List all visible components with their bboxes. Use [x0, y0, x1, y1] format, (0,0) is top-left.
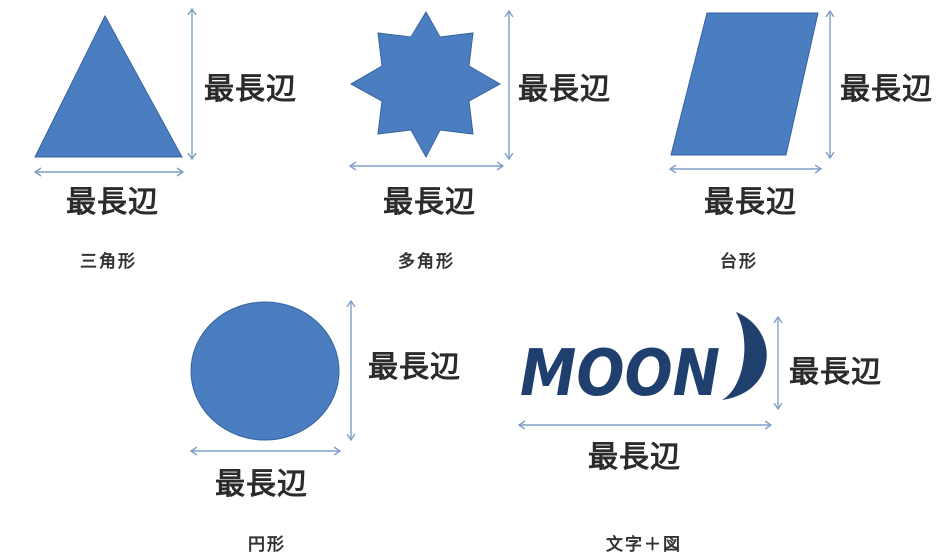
triangle-caption: 三角形	[80, 252, 137, 272]
crescent-moon-icon	[722, 312, 767, 400]
text-figure-height-label: 最長辺	[789, 355, 882, 390]
circle-shape	[190, 301, 340, 441]
polygon-width-label: 最長辺	[383, 185, 476, 220]
moon-logo-text: MOON	[520, 337, 720, 411]
trapezoid-height-label: 最長辺	[840, 72, 933, 107]
polygon-caption: 多角形	[398, 252, 455, 272]
trapezoid-caption: 台形	[720, 252, 758, 272]
circle-height-label: 最長辺	[368, 350, 461, 385]
triangle-shape	[34, 14, 183, 158]
triangle-width-label: 最長辺	[66, 185, 159, 220]
circle-width-label: 最長辺	[215, 467, 308, 502]
triangle-height-label: 最長辺	[204, 72, 297, 107]
trapezoid-shape	[670, 12, 819, 156]
polygon-shape	[349, 11, 502, 159]
text-figure-caption: 文字＋図	[606, 535, 682, 555]
circle-caption: 円形	[248, 535, 286, 555]
text-figure-width-label: 最長辺	[588, 440, 681, 475]
trapezoid-width-label: 最長辺	[704, 185, 797, 220]
moon-logo: MOON	[520, 312, 767, 411]
polygon-height-label: 最長辺	[518, 72, 611, 107]
